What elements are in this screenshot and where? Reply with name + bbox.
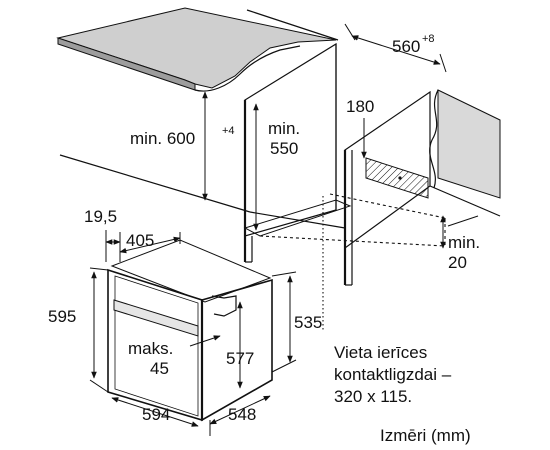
- label-panel-thickness: 19,5: [84, 207, 117, 226]
- label-min-height: min. 600: [130, 129, 195, 148]
- label-bottom-gap-2: 20: [448, 253, 467, 272]
- label-min-height-sup: +4: [222, 125, 235, 137]
- floor-line-right: [249, 211, 346, 229]
- dim-front-width: [111, 397, 199, 427]
- note-socket-line3: 320 x 115.: [334, 387, 412, 406]
- dim-bottom-gap: [447, 215, 479, 227]
- label-max-protrusion-2: 45: [150, 359, 169, 378]
- socket-area: [365, 157, 429, 199]
- label-front-width: 594: [142, 405, 170, 424]
- units-caption: Izmēri (mm): [380, 426, 471, 445]
- label-bottom-gap-1: min.: [448, 233, 480, 252]
- dim-ext-b: [439, 53, 447, 73]
- label-cabinet-width-sup: +8: [422, 33, 435, 45]
- cabinet-recess: [243, 42, 501, 332]
- label-rear-height: 535: [294, 313, 322, 332]
- dim-mount-depth: [119, 236, 181, 254]
- label-body-height: 577: [226, 349, 254, 368]
- dim-body-depth: [209, 395, 271, 425]
- dim-max-protrusion: [189, 335, 221, 347]
- label-body-depth: 548: [228, 405, 256, 424]
- countertop: [56, 7, 337, 92]
- label-front-height: 595: [48, 307, 76, 326]
- dim-ext-535a: [271, 271, 297, 277]
- dim-ext-535b: [271, 359, 297, 373]
- dim-ext-595b: [89, 379, 109, 393]
- dim-ext-a: [344, 23, 356, 41]
- label-cabinet-width: 560: [392, 37, 420, 56]
- floor-line: [59, 154, 251, 213]
- label-min-depth-1: min.: [268, 119, 300, 138]
- dim-ext-595a: [89, 267, 109, 271]
- wall-edge-line: [246, 9, 339, 41]
- label-max-protrusion-1: maks.: [128, 339, 173, 358]
- label-min-depth-2: 550: [270, 139, 298, 158]
- note-socket-line1: Vieta ierīces: [334, 343, 427, 362]
- oven: [107, 239, 273, 422]
- label-vent-width: 180: [346, 97, 374, 116]
- note-socket-line2: kontaktligzdai –: [334, 365, 452, 384]
- label-mount-depth: 405: [126, 231, 154, 250]
- dim-cabinet-width: [351, 35, 441, 65]
